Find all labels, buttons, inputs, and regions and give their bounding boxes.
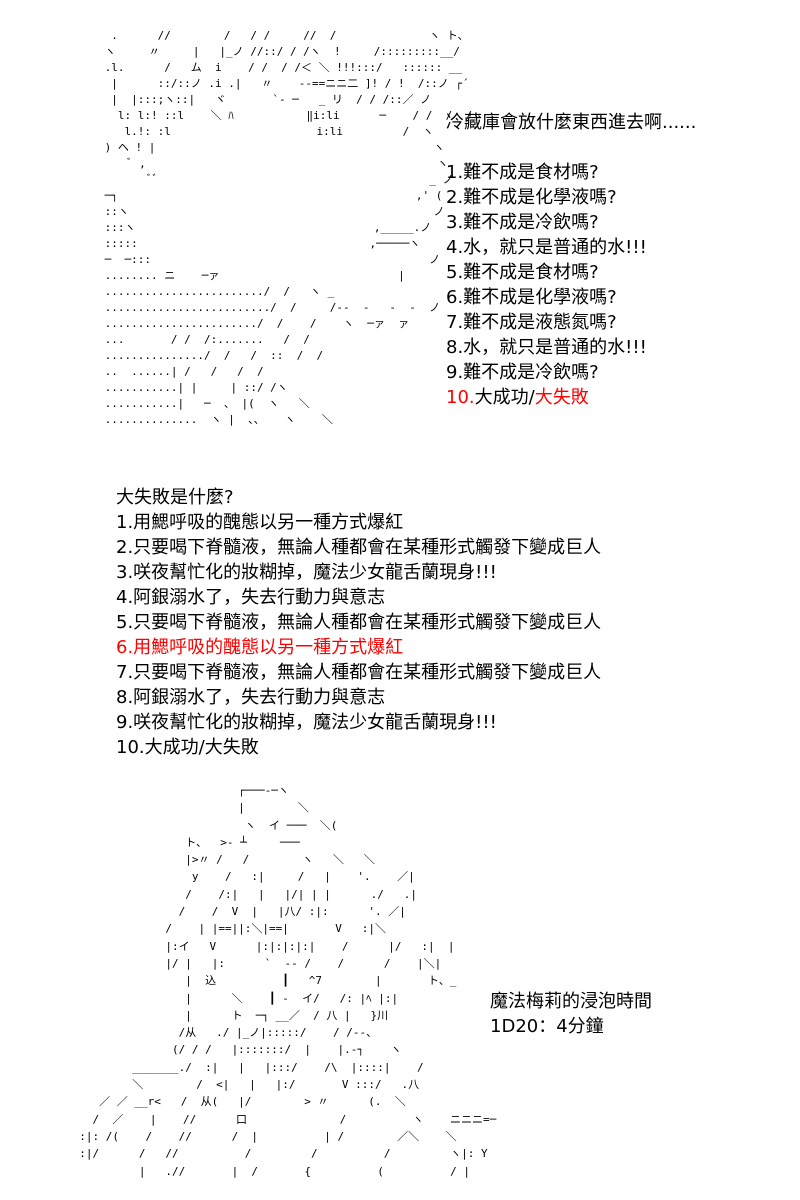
- list-item: 9.難不成是冷飲嗎?: [446, 362, 599, 383]
- fail-list-title: 大失敗是什麼?: [116, 487, 234, 508]
- fridge-question-list: 冷藏庫會放什麼東西進去啊...... 1.難不成是食材嗎? 2.難不成是化學液嗎…: [446, 110, 696, 410]
- list-item: 6.難不成是化學液嗎?: [446, 287, 617, 308]
- list-item: 2.只要喝下脊髓液，無論人種都會在某種形式觸發下變成巨人: [116, 537, 602, 558]
- list-item: 5.只要喝下脊髓液，無論人種都會在某種形式觸發下變成巨人: [116, 612, 602, 633]
- list-item: 1.用鰓呼吸的醜態以另一種方式爆紅: [116, 512, 404, 533]
- list-item: 2.難不成是化學液嗎?: [446, 187, 617, 208]
- result-success: 大成功/: [474, 387, 535, 408]
- list-item: 8.水，就只是普通的水!!!: [446, 337, 647, 358]
- soak-time-label: 魔法梅莉的浸泡時間: [490, 991, 652, 1012]
- list-item: 3.難不成是冷飲嗎?: [446, 212, 599, 233]
- list-item: 9.咲夜幫忙化的妝糊掉，魔法少女龍舌蘭現身!!!: [116, 712, 497, 733]
- list-item-result: 10.大成功/大失敗: [446, 385, 696, 410]
- list-item: 4.阿銀溺水了，失去行動力與意志: [116, 587, 386, 608]
- result-number: 10.: [446, 387, 475, 408]
- soak-time-block: 魔法梅莉的浸泡時間 1D20：4分鐘: [490, 989, 652, 1039]
- top-ascii-art: . // / / / // / ヽ ト、 ヽ 〃 | |_ノ //::/ / /…: [104, 29, 494, 426]
- list-item: 8.阿銀溺水了，失去行動力與意志: [116, 687, 386, 708]
- list-item: 7.只要喝下脊髓液，無論人種都會在某種形式觸發下變成巨人: [116, 662, 602, 683]
- list-item: 5.難不成是食材嗎?: [446, 262, 599, 283]
- list-item: 1.難不成是食材嗎?: [446, 162, 599, 183]
- fail-outcome-list: 大失敗是什麼? 1.用鰓呼吸的醜態以另一種方式爆紅 2.只要喝下脊髓液，無論人種…: [116, 485, 601, 760]
- list-item: 10.大成功/大失敗: [116, 737, 259, 758]
- list-item: 7.難不成是液態氮嗎?: [446, 312, 617, 333]
- soak-time-roll: 1D20：4分鐘: [490, 1016, 604, 1037]
- bottom-ascii-art: ┌───‐─ヽ | ＼ ヽ イ ─── ＼( ト、 >‐ ┴ ─── |>〃 /…: [79, 784, 497, 1178]
- list-item: 3.咲夜幫忙化的妝糊掉，魔法少女龍舌蘭現身!!!: [116, 562, 497, 583]
- spacer: [446, 135, 696, 160]
- list-item: 4.水，就只是普通的水!!!: [446, 237, 647, 258]
- list-item-highlighted: 6.用鰓呼吸的醜態以另一種方式爆紅: [116, 637, 404, 658]
- result-fail: 大失敗: [534, 387, 589, 408]
- fridge-question-title: 冷藏庫會放什麼東西進去啊......: [446, 112, 697, 133]
